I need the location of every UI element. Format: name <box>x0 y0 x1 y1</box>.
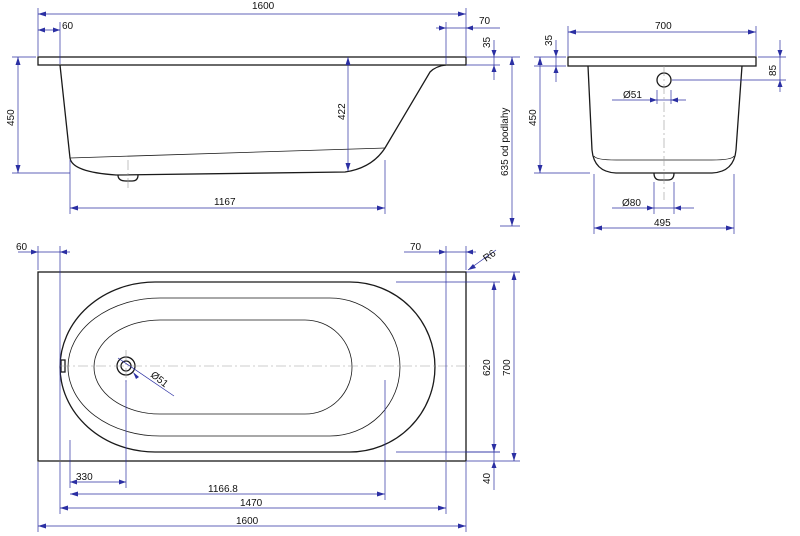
dim-plan-inner-length-1470: 1470 <box>240 498 263 509</box>
dim-side-depth-422: 422 <box>337 103 348 120</box>
dim-plan-inner-width-620: 620 <box>482 359 493 376</box>
dim-plan-drain-dia-51: Ø51 <box>148 370 170 391</box>
dim-plan-drain-offset-330: 330 <box>76 472 93 483</box>
dim-side-floor-1167: 1167 <box>214 197 236 208</box>
dim-end-height-450: 450 <box>528 109 539 126</box>
dim-side-floor-height-635: 635 od podlahy <box>500 108 511 176</box>
dim-end-overflow-85: 85 <box>768 64 779 76</box>
dim-plan-length-1600: 1600 <box>236 516 259 527</box>
side-tub-body <box>59 64 447 176</box>
dim-plan-width-700: 700 <box>502 359 513 376</box>
dim-end-bottom-495: 495 <box>654 218 671 229</box>
dim-end-rim-35: 35 <box>544 34 555 46</box>
plan-basin-floor <box>93 319 353 415</box>
dim-side-right-rim-70: 70 <box>479 16 491 27</box>
end-rim <box>567 56 757 67</box>
side-rim <box>37 56 467 66</box>
end-tub-body <box>587 65 743 174</box>
dim-plan-left-rim-60: 60 <box>16 242 28 253</box>
dim-end-width-700: 700 <box>655 21 672 32</box>
dim-end-drain-dia-80: Ø80 <box>622 198 641 209</box>
plan-inner-basin <box>59 281 436 453</box>
side-floor-line <box>69 147 386 159</box>
plan-outer-rim <box>37 271 467 462</box>
dim-end-overflow-dia-51: Ø51 <box>623 90 642 101</box>
dim-side-rim-35: 35 <box>482 36 493 48</box>
side-drain-outlet <box>117 174 139 182</box>
dim-plan-bottom-1166-8: 1166.8 <box>208 484 238 495</box>
plan-basin-step <box>67 297 401 437</box>
dim-plan-right-rim-70: 70 <box>410 242 422 253</box>
side-view: 1600 60 70 35 450 422 1167 <box>6 1 520 227</box>
dim-side-left-rim-60: 60 <box>62 21 74 32</box>
end-view: 700 35 450 85 Ø51 Ø80 495 <box>528 21 786 234</box>
dim-side-height-450: 450 <box>6 109 17 126</box>
dim-side-length-1600: 1600 <box>252 1 275 12</box>
plan-view: 60 70 R6 620 700 40 Ø51 <box>16 242 520 532</box>
dim-plan-edge-40: 40 <box>482 472 493 484</box>
